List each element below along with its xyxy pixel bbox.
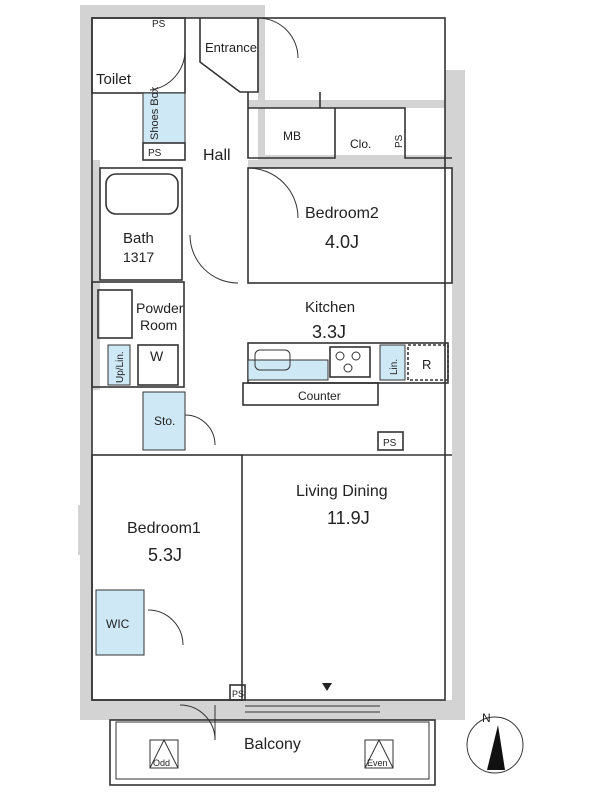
compass-north: N (482, 711, 491, 725)
bedroom2-size: 4.0J (325, 232, 359, 252)
bath-label: Bath (123, 230, 154, 247)
bedroom2-label: Bedroom2 (305, 205, 379, 222)
odd-label: Odd (153, 758, 170, 768)
balcony-area (109, 719, 436, 786)
ps-bottom-label: PS (232, 689, 244, 699)
labels: Toilet PS Entrance Shoes Box PS Hall MB … (96, 19, 431, 768)
even-label: Even (367, 758, 388, 768)
bath-size: 1317 (123, 249, 154, 265)
up-lin-closet (107, 344, 131, 386)
bedroom1-size: 5.3J (148, 545, 182, 565)
entrance-label: Entrance (205, 40, 257, 55)
storage (142, 391, 186, 451)
mb-label: MB (283, 129, 301, 143)
living-size: 11.9J (327, 508, 370, 528)
toilet-label: Toilet (96, 71, 132, 88)
shoes-box (142, 92, 186, 144)
kitchen-size: 3.3J (312, 322, 346, 342)
ps-clo-label: PS (394, 134, 405, 148)
ps-left-label: PS (148, 148, 162, 159)
counter-sink-area (247, 359, 329, 381)
washer-label: W (150, 348, 164, 364)
powder-label: Powder (136, 300, 184, 316)
powder-room-label: Room (140, 317, 177, 333)
bedroom1-label: Bedroom1 (127, 520, 201, 537)
ps-top-label: PS (152, 19, 166, 30)
wic-label: WIC (106, 617, 130, 631)
hall-label: Hall (203, 147, 231, 164)
fridge-label: R (422, 357, 431, 372)
counter-label: Counter (298, 389, 341, 403)
compass-icon: N (466, 711, 524, 774)
lin-label: Lin. (389, 359, 400, 375)
room-outlines (91, 17, 453, 713)
up-lin-label: Up/Lin. (115, 351, 126, 383)
outer-walls (78, 5, 465, 720)
shoes-box-label: Shoes Box (149, 86, 161, 140)
lin-closet (379, 344, 406, 381)
sto-label: Sto. (154, 414, 175, 428)
clo-label: Clo. (350, 137, 371, 151)
balcony-label: Balcony (244, 736, 301, 753)
kitchen-label: Kitchen (305, 299, 355, 316)
ps-kitchen-label: PS (383, 438, 397, 449)
living-label: Living Dining (296, 483, 388, 500)
wic (95, 589, 145, 656)
